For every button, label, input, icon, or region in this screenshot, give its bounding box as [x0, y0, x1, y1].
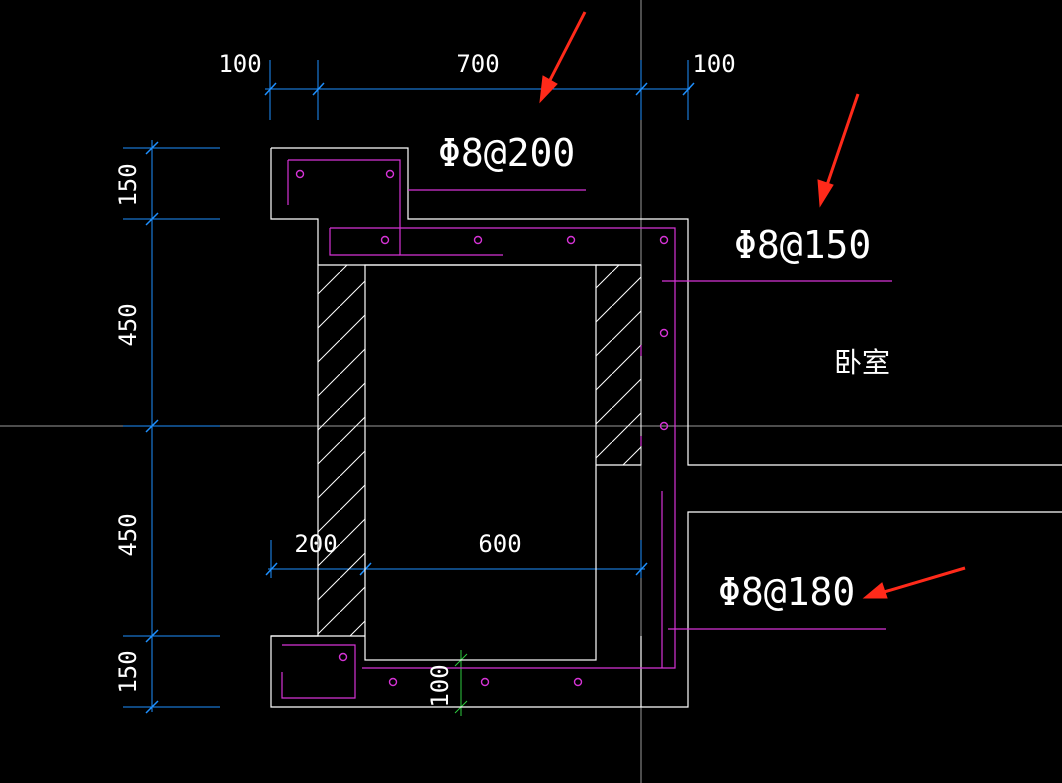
- dim-inner-left: 200: [294, 530, 337, 558]
- dim-left-1: 150: [114, 163, 142, 206]
- dim-inner-width: 600: [478, 530, 521, 558]
- left-wall-hatch: [317, 264, 366, 637]
- dim-left-2: 450: [114, 303, 142, 346]
- dim-left-4: 150: [114, 650, 142, 693]
- arrow-pointer-icon: [817, 93, 860, 208]
- rebar-dots: [295, 169, 669, 687]
- rebar-label-right-upper: Φ8@150: [734, 223, 871, 267]
- arrow-pointer-icon: [539, 11, 587, 104]
- rebar-lines: [281, 159, 892, 699]
- dim-bottom-thickness: 100: [426, 664, 454, 707]
- arrow-pointer-icon: [862, 566, 966, 599]
- dim-top-right: 100: [692, 50, 735, 78]
- dim-left-3: 450: [114, 513, 142, 556]
- rebar-label-top: Φ8@200: [438, 131, 575, 175]
- dimension-ticks: [145, 82, 695, 714]
- room-label: 卧室: [834, 346, 890, 379]
- dim-top-left: 100: [218, 50, 261, 78]
- dim-top-middle: 700: [456, 50, 499, 78]
- right-wall-hatch: [595, 264, 642, 466]
- rebar-label-right-lower: Φ8@180: [718, 570, 855, 614]
